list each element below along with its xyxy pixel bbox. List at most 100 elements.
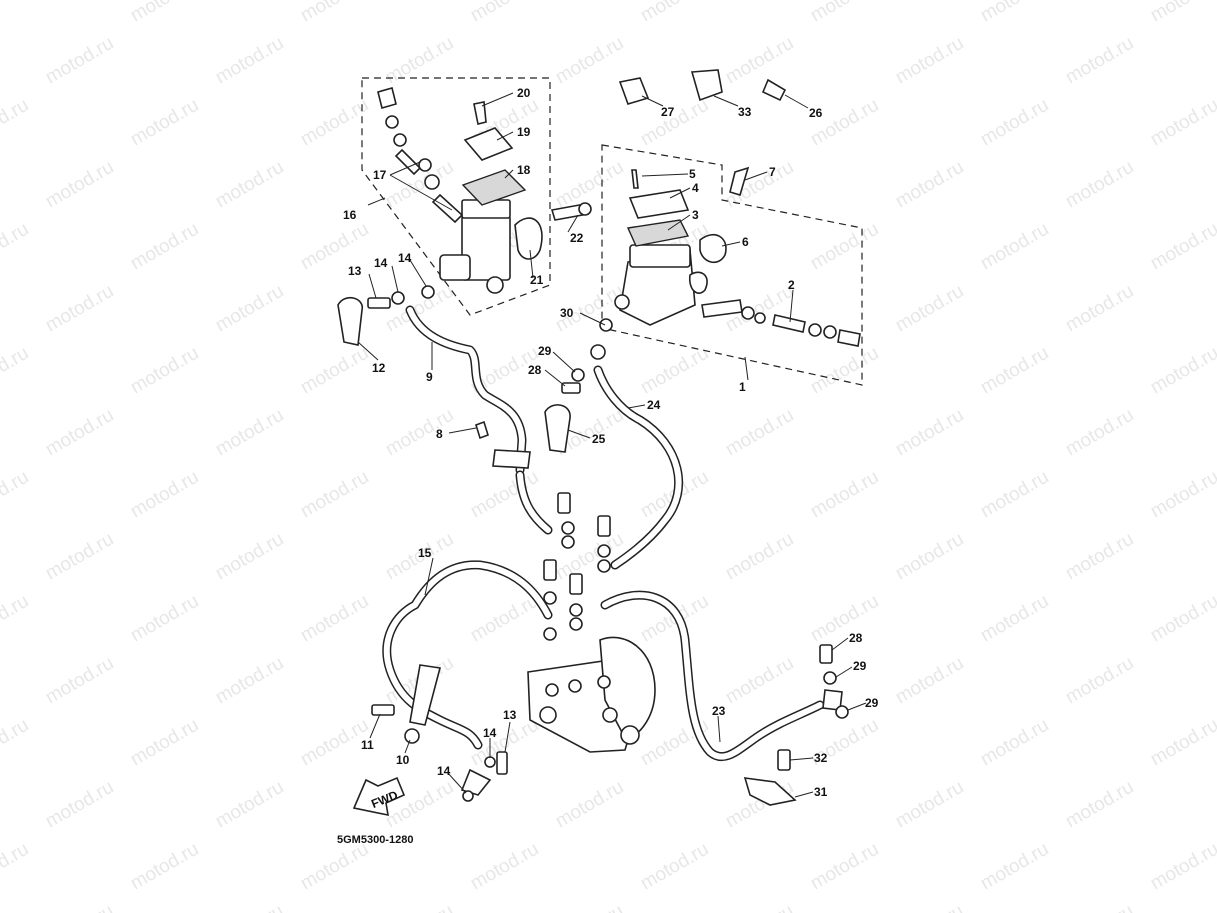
callout-18: 18: [517, 163, 531, 177]
callout-14-upper-a: 14: [374, 256, 388, 270]
watermark-text: motod.ru: [1062, 33, 1137, 89]
watermark-text: motod.ru: [722, 529, 797, 585]
callout-29-upper: 29: [538, 344, 552, 358]
watermark-text: motod.ru: [1062, 529, 1137, 585]
watermark-text: motod.ru: [977, 591, 1052, 647]
watermark-text: motod.ru: [977, 219, 1052, 275]
callout-1: 1: [739, 380, 746, 394]
front-master-cylinder: [614, 166, 861, 347]
watermark-text: motod.ru: [467, 591, 542, 647]
callout-6: 6: [742, 235, 749, 249]
watermark-text: motod.ru: [807, 95, 882, 151]
watermark-text: motod.ru: [127, 95, 202, 151]
callout-14-lower-b: 14: [437, 764, 451, 778]
callout-20: 20: [517, 86, 531, 100]
watermark-text: motod.ru: [807, 0, 882, 26]
watermark-text: motod.ru: [892, 653, 967, 709]
watermark-text: motod.ru: [1147, 715, 1217, 771]
watermark-text: motod.ru: [0, 0, 32, 26]
callout-14-lower-a: 14: [483, 726, 497, 740]
watermark-text: motod.ru: [42, 777, 117, 833]
callout-7: 7: [769, 165, 776, 179]
watermark-text: motod.ru: [297, 467, 372, 523]
watermark-text: motod.ru: [127, 467, 202, 523]
watermark-text: motod.ru: [1147, 0, 1217, 26]
watermark-text: motod.ru: [722, 653, 797, 709]
callout-14-upper-b: 14: [398, 251, 412, 265]
watermark-text: motod.ru: [212, 281, 287, 337]
watermark-text: motod.ru: [1147, 467, 1217, 523]
watermark-text: motod.ru: [212, 157, 287, 213]
watermark-text: motod.ru: [1062, 281, 1137, 337]
watermark-text: motod.ru: [807, 591, 882, 647]
watermark-text: motod.ru: [382, 33, 457, 89]
watermark-text: motod.ru: [467, 0, 542, 26]
watermark-text: motod.ru: [42, 33, 117, 89]
watermark-text: motod.ru: [637, 0, 712, 26]
watermark-text: motod.ru: [977, 467, 1052, 523]
rear-master-cylinder-boundary: [361, 77, 551, 316]
watermark-text: motod.ru: [1147, 591, 1217, 647]
watermark-text: motod.ru: [977, 343, 1052, 399]
watermark-text: motod.ru: [1147, 839, 1217, 895]
watermark-text: motod.ru: [552, 529, 627, 585]
callout-3: 3: [692, 208, 699, 222]
watermark-text: motod.ru: [977, 0, 1052, 26]
watermark-text: motod.ru: [297, 0, 372, 26]
watermark-text: motod.ru: [127, 715, 202, 771]
watermark-text: motod.ru: [637, 95, 712, 151]
watermark-text: motod.ru: [722, 405, 797, 461]
watermark-text: motod.ru: [807, 839, 882, 895]
callout-33: 33: [738, 105, 752, 119]
callout-9: 9: [426, 370, 433, 384]
watermark-text: motod.ru: [892, 901, 967, 913]
callout-24: 24: [647, 398, 661, 412]
watermark-text: motod.ru: [212, 529, 287, 585]
rear-master-cylinder: [377, 87, 592, 294]
watermark-text: motod.ru: [382, 901, 457, 913]
watermark-text: motod.ru: [212, 405, 287, 461]
callout-31: 31: [814, 785, 828, 799]
drawing-code: 5GM5300-1280: [337, 834, 413, 846]
watermark-text: motod.ru: [0, 343, 32, 399]
callout-13-upper: 13: [348, 264, 362, 278]
watermark-text: motod.ru: [892, 33, 967, 89]
watermark-text: motod.ru: [977, 839, 1052, 895]
watermark-text: motod.ru: [212, 33, 287, 89]
watermark-text: motod.ru: [892, 529, 967, 585]
watermark-text: motod.ru: [722, 33, 797, 89]
watermark-text: motod.ru: [42, 281, 117, 337]
watermark-text: motod.ru: [467, 839, 542, 895]
watermark-text: motod.ru: [297, 839, 372, 895]
watermark-text: motod.ru: [637, 839, 712, 895]
watermark-text: motod.ru: [1062, 777, 1137, 833]
watermark-text: motod.ru: [42, 901, 117, 913]
watermark-text: motod.ru: [1147, 343, 1217, 399]
callout-23: 23: [712, 704, 726, 718]
watermark-text: motod.ru: [212, 777, 287, 833]
watermark-text: motod.ru: [552, 777, 627, 833]
callout-26: 26: [809, 106, 823, 120]
watermark-text: motod.ru: [297, 95, 372, 151]
watermark-text: motod.ru: [0, 715, 32, 771]
watermark-text: motod.ru: [212, 901, 287, 913]
watermark-text: motod.ru: [722, 901, 797, 913]
callout-29-lower-b: 29: [865, 696, 879, 710]
watermark-text: motod.ru: [382, 405, 457, 461]
watermark-text: motod.ru: [127, 0, 202, 26]
callout-21: 21: [530, 273, 544, 287]
callout-28-lower: 28: [849, 631, 863, 645]
callout-8: 8: [436, 427, 443, 441]
callout-29-lower-a: 29: [853, 659, 867, 673]
watermark-text: motod.ru: [42, 157, 117, 213]
callout-2: 2: [788, 278, 795, 292]
watermark-text: motod.ru: [42, 529, 117, 585]
callout-11: 11: [361, 738, 374, 752]
watermark-text: motod.ru: [807, 467, 882, 523]
watermark-text: motod.ru: [977, 95, 1052, 151]
watermark-text: motod.ru: [892, 405, 967, 461]
watermark-text: motod.ru: [0, 95, 32, 151]
callout-5: 5: [689, 167, 696, 181]
